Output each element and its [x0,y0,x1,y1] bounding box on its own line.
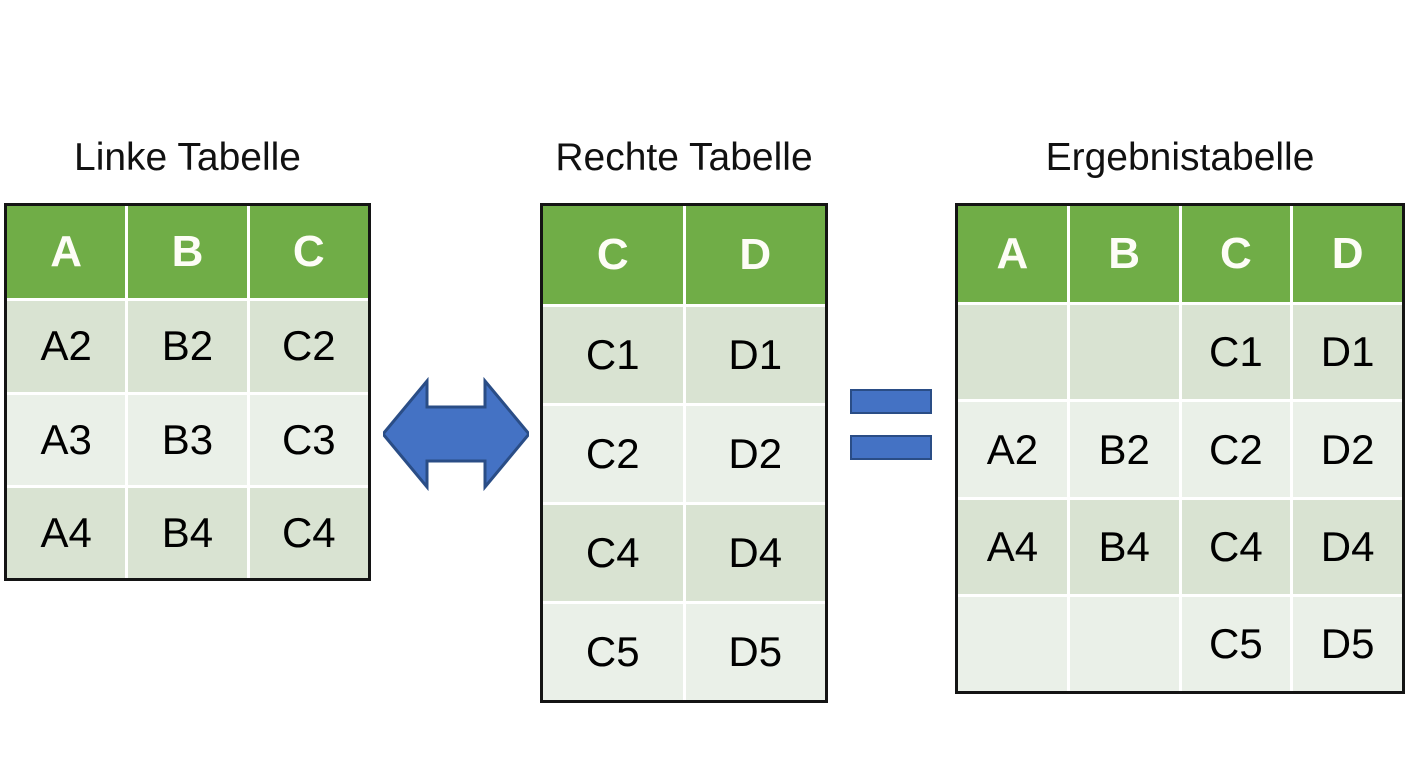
column-header-b: B [1069,206,1182,303]
table-cell: A4 [958,499,1070,594]
table-row: A2 B2 C2 [7,301,368,395]
table-row: C5 D5 [958,596,1402,692]
column-header-d: D [685,206,825,304]
table-cell: C1 [543,307,686,403]
table-cell: C1 [1181,305,1294,400]
left-table-title: Linke Tabelle [74,136,301,179]
table-row: C2 D2 [543,406,825,505]
table-row: A4 B4 C4 D4 [958,499,1402,597]
equals-bar-bottom [850,435,932,460]
table-cell: D1 [1293,305,1402,400]
table-cell: A4 [7,487,129,578]
table-cell [1069,596,1182,692]
table-cell: C2 [543,406,686,502]
equals-sign-icon [850,389,932,460]
table-cell: C3 [249,394,368,485]
table-header-row: A B C D [958,206,1402,306]
table-cell: B4 [1069,499,1182,594]
table-cell: D1 [685,307,825,403]
table-cell: B4 [128,487,250,578]
result-table: A B C D C1 D1 A2 B2 C2 D2 A4 B4 C4 D4 C5… [955,203,1405,694]
table-cell: A2 [7,301,129,392]
table-cell: B3 [128,394,250,485]
table-cell: A3 [7,394,129,485]
table-cell: C4 [249,487,368,578]
table-cell: D5 [685,604,825,700]
table-cell: C4 [543,505,686,601]
table-cell: C5 [1181,596,1294,692]
table-row: A3 B3 C3 [7,394,368,488]
table-row: C4 D4 [543,505,825,604]
table-cell: B2 [1069,402,1182,497]
column-header-b: B [128,206,250,299]
right-table-title: Rechte Tabelle [555,136,813,179]
column-header-c: C [249,206,368,299]
table-cell: C2 [249,301,368,392]
table-cell [958,305,1070,400]
column-header-a: A [958,206,1070,303]
column-header-d: D [1293,206,1402,303]
table-cell: A2 [958,402,1070,497]
column-header-a: A [7,206,129,299]
table-row: C1 D1 [958,305,1402,403]
table-cell: C2 [1181,402,1294,497]
table-cell: D2 [685,406,825,502]
table-cell [958,596,1070,692]
left-table: A B C A2 B2 C2 A3 B3 C3 A4 B4 C4 [4,203,371,581]
double-headed-arrow-icon [383,375,529,493]
table-cell: B2 [128,301,250,392]
table-cell: D4 [685,505,825,601]
table-cell [1069,305,1182,400]
table-cell: D4 [1293,499,1402,594]
right-table: C D C1 D1 C2 D2 C4 D4 C5 D5 [540,203,828,703]
table-row: C5 D5 [543,604,825,700]
table-cell: D2 [1293,402,1402,497]
table-row: A4 B4 C4 [7,487,368,578]
table-header-row: C D [543,206,825,307]
table-cell: D5 [1293,596,1402,692]
table-row: C1 D1 [543,307,825,406]
table-cell: C5 [543,604,686,700]
table-row: A2 B2 C2 D2 [958,402,1402,500]
column-header-c: C [543,206,686,304]
result-table-title: Ergebnistabelle [1045,136,1315,179]
table-header-row: A B C [7,206,368,302]
table-cell: C4 [1181,499,1294,594]
equals-bar-top [850,389,932,414]
column-header-c: C [1181,206,1294,303]
